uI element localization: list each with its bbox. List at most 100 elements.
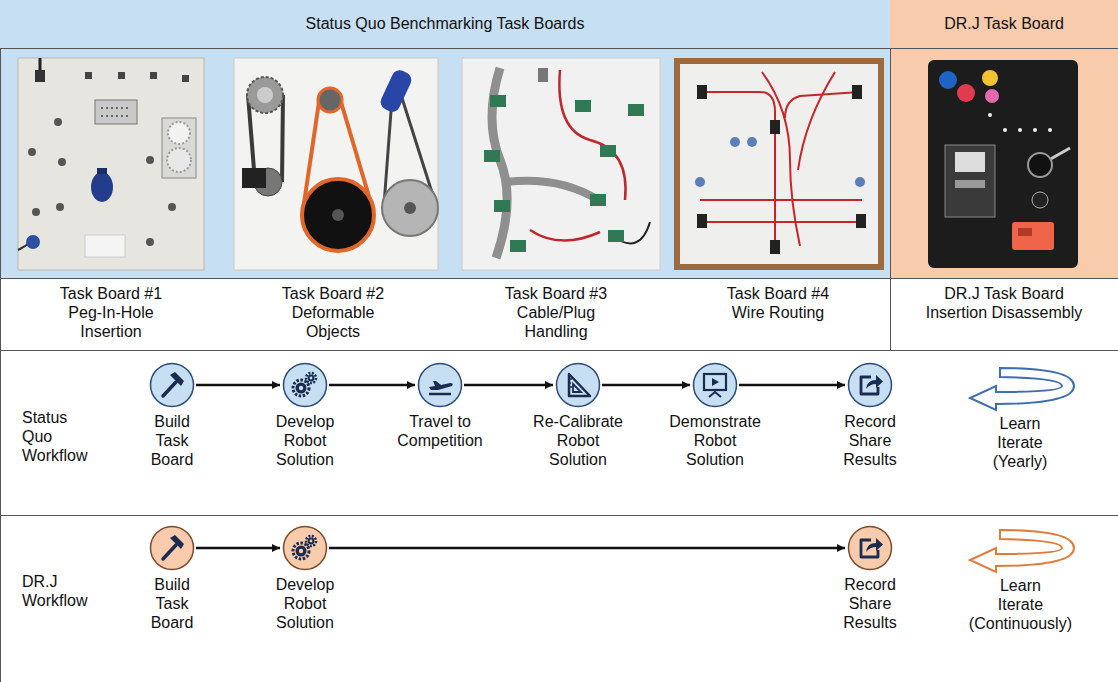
flow-arrow xyxy=(329,547,845,550)
step-circle xyxy=(282,362,328,408)
board-photo-1 xyxy=(167,148,191,172)
panel-ground xyxy=(0,48,890,278)
step-label: Record Share Results xyxy=(835,412,905,470)
step-icon xyxy=(569,374,590,396)
grid-line xyxy=(0,0,1,682)
step-circle xyxy=(847,362,893,408)
step-circle xyxy=(847,525,893,571)
board-photo-drj xyxy=(1012,222,1054,250)
step-circle xyxy=(282,525,328,571)
iterate-loop-arrow xyxy=(970,530,1074,572)
board-photo-1 xyxy=(85,235,125,257)
board-photo-3 xyxy=(462,58,660,270)
grid-line xyxy=(0,515,1118,516)
board-photo-1 xyxy=(168,203,176,211)
grid-line xyxy=(0,278,1118,279)
board-photo-1 xyxy=(39,58,42,72)
workflow-step: Demonstrate Robot Solution xyxy=(665,362,765,470)
board-photo-drj xyxy=(982,70,998,86)
workflow-step: Develop Robot Solution xyxy=(269,525,341,633)
board-photo-1 xyxy=(56,203,64,211)
board-photo-2 xyxy=(242,168,266,188)
board-photo-3 xyxy=(590,194,606,206)
board-photo-2 xyxy=(332,209,344,221)
step-label: Re-Calibrate Robot Solution xyxy=(528,412,628,470)
board-photo-2 xyxy=(234,58,438,270)
step-label: Develop Robot Solution xyxy=(269,412,341,470)
board-photo-1 xyxy=(91,172,113,202)
step-circle xyxy=(284,527,327,570)
step-icon xyxy=(861,538,883,557)
board-photo-1 xyxy=(97,168,107,174)
board-photo-2 xyxy=(404,202,416,214)
board-photo-3 xyxy=(494,200,510,212)
board-photo-1 xyxy=(54,118,62,126)
board-photo-4 xyxy=(730,137,740,147)
board-photo-4 xyxy=(700,200,862,222)
board-photo-4 xyxy=(680,64,878,264)
workflow-step: Record Share Results xyxy=(835,525,905,633)
step-circle xyxy=(151,364,194,407)
flow-arrow xyxy=(739,384,845,387)
board-photo-drj xyxy=(955,152,985,172)
board-caption: Task Board #1 Peg-In-Hole Insertion xyxy=(51,284,171,342)
flow-arrow xyxy=(602,384,690,387)
step-circle xyxy=(555,362,601,408)
board-photo-4 xyxy=(747,137,757,147)
workflow-label: Learn Iterate (Yearly) xyxy=(993,414,1048,472)
board-photo-4 xyxy=(674,58,884,270)
band-heading: DR.J Task Board xyxy=(944,14,1064,33)
step-icon xyxy=(429,381,453,394)
board-photo-4 xyxy=(798,72,835,170)
workflow-step: Re-Calibrate Robot Solution xyxy=(528,362,628,470)
workflow-step: Build Task Board xyxy=(141,525,203,633)
step-label: Build Task Board xyxy=(141,412,203,470)
step-icon xyxy=(163,535,184,559)
board-caption: Task Board #2 Deformable Objects xyxy=(273,284,393,342)
flow-arrow xyxy=(196,384,280,387)
board-photo-drj xyxy=(957,84,975,102)
step-circle xyxy=(149,362,195,408)
board-photo-drj xyxy=(945,145,995,217)
step-circle xyxy=(149,525,195,571)
workflow-label: Status Quo Workflow xyxy=(22,408,88,466)
board-photo-drj xyxy=(955,180,985,188)
step-icon xyxy=(293,536,316,559)
step-icon xyxy=(861,375,883,394)
board-photo-drj xyxy=(928,60,1078,268)
board-photo-1 xyxy=(146,156,154,164)
board-photo-1 xyxy=(26,235,40,249)
board-photo-3 xyxy=(462,58,660,270)
step-label: Build Task Board xyxy=(141,575,203,633)
board-photo-drj xyxy=(928,60,1078,268)
iterate-loop-arrow xyxy=(970,368,1074,410)
step-icon xyxy=(163,372,184,396)
board-photo-1 xyxy=(58,158,66,166)
header-band: Status Quo Benchmarking Task Boards xyxy=(0,0,890,48)
board-photo-3 xyxy=(510,240,526,252)
board-photo-drj xyxy=(1028,153,1052,177)
board-photo-4 xyxy=(697,85,707,99)
board-caption: Task Board #3 Cable/Plug Handling xyxy=(496,284,616,342)
board-photo-3 xyxy=(505,181,598,200)
board-photo-1 xyxy=(18,58,204,270)
step-label: Travel to Competition xyxy=(390,412,490,450)
board-photo-1 xyxy=(95,100,137,124)
workflow-step: Develop Robot Solution xyxy=(269,362,341,470)
board-photo-4 xyxy=(695,177,705,187)
board-photo-drj xyxy=(1033,128,1037,132)
board-photo-3 xyxy=(490,95,506,107)
board-photo-drj xyxy=(1018,228,1032,236)
step-circle xyxy=(284,364,327,407)
step-label: Develop Robot Solution xyxy=(269,575,341,633)
step-icon xyxy=(293,373,316,396)
board-photo-1 xyxy=(150,72,157,79)
header-band: DR.J Task Board xyxy=(890,0,1118,48)
band-heading: Status Quo Benchmarking Task Boards xyxy=(306,14,585,33)
board-photo-2 xyxy=(302,179,374,251)
workflow-label: DR.J Workflow xyxy=(22,572,88,610)
board-photo-3 xyxy=(600,145,616,157)
